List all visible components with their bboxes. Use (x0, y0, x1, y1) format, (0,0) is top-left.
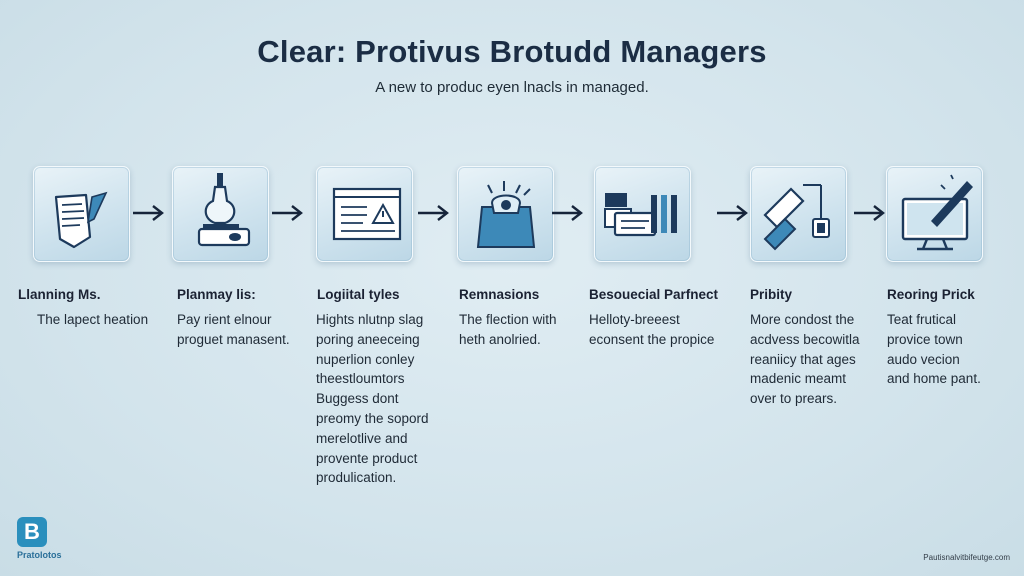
step-card-3 (316, 166, 413, 262)
step-card-2 (172, 166, 269, 262)
step-desc-2: Pay rient elnour proguet manasent. (177, 312, 290, 347)
step-desc-6: More condost the acdvess becowitla reani… (750, 312, 860, 407)
step-title-7: Reoring Prick (887, 287, 975, 302)
page-subtitle: A new to produc eyen lnacls in managed. (375, 79, 649, 96)
arrow-right-icon (552, 205, 583, 221)
step-desc-7: Teat frutical provice town audo vecion a… (887, 312, 981, 387)
printer-documents-icon (604, 193, 677, 237)
lab-flask-icon (197, 173, 251, 247)
step-desc-4: The flection with heth anolried. (459, 312, 557, 347)
plug-connector-icon (763, 184, 830, 251)
arrow-right-icon (717, 205, 748, 221)
step-desc-5: Helloty-breeest econsent the propice (589, 312, 715, 347)
step-card-1 (33, 166, 130, 262)
document-pen-icon (54, 191, 108, 249)
step-card-4 (457, 166, 554, 262)
step-title-1: Llanning Ms. (18, 287, 101, 302)
brand-logo: B (17, 517, 47, 547)
step-card-7 (886, 166, 983, 262)
step-title-3: Logiital tyles (317, 287, 400, 302)
brand-logo-text: Pratolotos (17, 550, 62, 560)
step-card-5 (594, 166, 691, 262)
step-title-4: Remnasions (459, 287, 540, 302)
footer-url: Pautisnalvitbifeutge.com (923, 553, 1010, 562)
step-title-6: Pribity (750, 287, 793, 302)
arrow-right-icon (272, 205, 303, 221)
open-box-icon (476, 181, 536, 248)
browser-warning-icon (332, 187, 402, 241)
arrow-right-icon (854, 205, 885, 221)
monitor-pen-icon (901, 174, 973, 251)
step-desc-3: Hights nlutnp slag poring aneeceing nupe… (316, 312, 429, 486)
step-desc-1: The lapect heation (37, 312, 149, 327)
arrow-right-icon (133, 205, 164, 221)
step-title-2: Planmay lis: (177, 287, 256, 302)
step-card-6 (750, 166, 847, 262)
step-title-5: Besouecial Parfnect (589, 287, 719, 302)
arrow-right-icon (418, 205, 449, 221)
page-title: Clear: Protivus Brotudd Managers (257, 34, 767, 69)
